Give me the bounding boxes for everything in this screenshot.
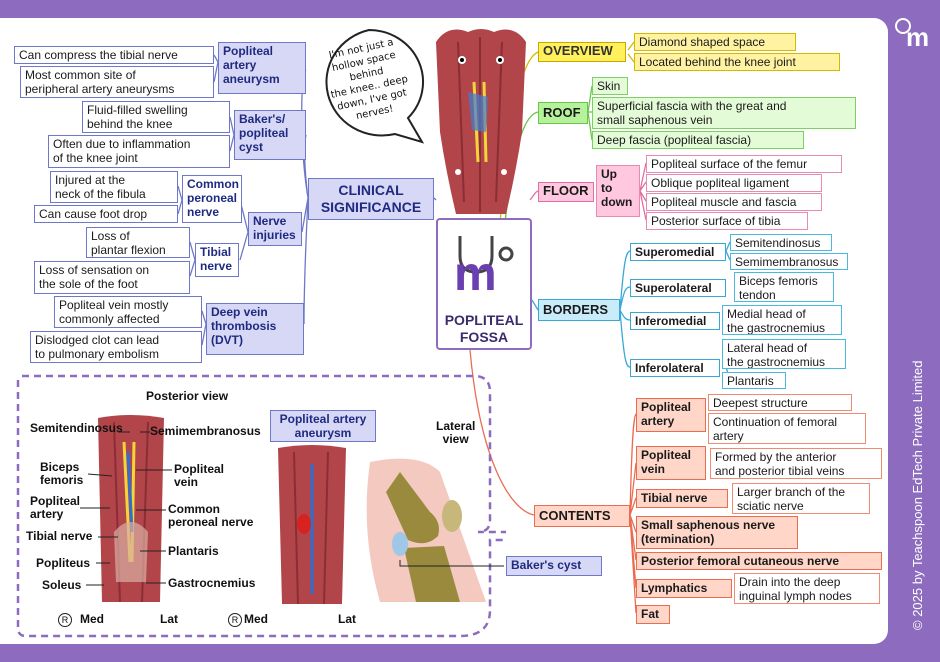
bakers-cyst-label: Baker's cyst bbox=[506, 556, 602, 576]
clinical-item: Can cause foot drop bbox=[34, 205, 178, 223]
clinical-item: Often due to inflammation of the knee jo… bbox=[48, 135, 230, 168]
content-group-label: Popliteal artery bbox=[636, 398, 706, 432]
clinical-item: Loss of sensation on the sole of the foo… bbox=[34, 261, 190, 294]
center-node bbox=[436, 218, 532, 350]
clinical-group-label: Popliteal artery aneurysm bbox=[218, 42, 306, 94]
aneurysm-figure-title: Popliteal artery aneurysm bbox=[270, 410, 376, 442]
border-group-label: Inferomedial bbox=[630, 312, 720, 330]
border-item: Semitendinosus bbox=[730, 234, 832, 251]
clinical-item: Fluid-filled swelling behind the knee bbox=[82, 101, 230, 133]
floor-item: Popliteal muscle and fascia bbox=[646, 193, 822, 211]
border-group-label: Superomedial bbox=[630, 243, 726, 261]
clinical-item: Can compress the tibial nerve bbox=[14, 46, 214, 64]
posterior-left-label: Semitendinosus bbox=[30, 421, 123, 435]
borders-node: BORDERS bbox=[538, 299, 620, 321]
contents-node: CONTENTS bbox=[534, 505, 630, 527]
floor-item: Posterior surface of tibia bbox=[646, 212, 808, 230]
content-item: Formed by the anterior and posterior tib… bbox=[710, 448, 882, 479]
content-item: Deepest structure bbox=[708, 394, 852, 411]
floor-direction: Up to down bbox=[596, 165, 640, 217]
content-group-label: Posterior femoral cutaneous nerve bbox=[636, 552, 882, 570]
posterior-right-label: Common peroneal nerve bbox=[168, 502, 254, 529]
content-group-label: Lymphatics bbox=[636, 579, 732, 598]
orientation-med: Med bbox=[244, 612, 268, 626]
orientation-r-mark: R bbox=[228, 613, 242, 627]
content-group-label: Tibial nerve bbox=[636, 489, 728, 508]
posterior-left-label: Tibial nerve bbox=[26, 529, 93, 543]
nerve-subgroup-label: Common peroneal nerve bbox=[182, 175, 242, 223]
knee-muscle-character-icon bbox=[428, 22, 534, 218]
floor-item: Oblique popliteal ligament bbox=[646, 174, 822, 192]
orientation-lat: Lat bbox=[338, 612, 356, 626]
roof-item: Skin bbox=[592, 77, 628, 95]
brand-logo-icon: m bbox=[888, 12, 936, 52]
clinical-item: Dislodged clot can lead to pulmonary emb… bbox=[30, 331, 202, 363]
posterior-left-label: Popliteus bbox=[36, 556, 91, 570]
content-group-label: Small saphenous nerve (termination) bbox=[636, 516, 798, 549]
speech-bubble bbox=[310, 26, 428, 144]
roof-item: Deep fascia (popliteal fascia) bbox=[592, 131, 804, 149]
floor-node: FLOOR bbox=[538, 182, 594, 202]
lateral-view-title: Lateral view bbox=[436, 419, 476, 446]
content-group-label: Fat bbox=[636, 605, 670, 624]
posterior-right-label: Semimembranosus bbox=[150, 424, 261, 438]
posterior-right-label: Gastrocnemius bbox=[168, 576, 256, 590]
clinical-group-label: Baker's/ popliteal cyst bbox=[234, 110, 306, 160]
svg-text:m: m bbox=[454, 248, 497, 296]
border-item: Plantaris bbox=[722, 372, 786, 389]
clinical-group-label: Deep vein thrombosis (DVT) bbox=[206, 303, 304, 355]
orientation-med: Med bbox=[80, 612, 104, 626]
posterior-left-label: Biceps femoris bbox=[40, 460, 84, 487]
posterior-left-label: Soleus bbox=[42, 578, 82, 592]
content-item: Larger branch of the sciatic nerve bbox=[732, 483, 870, 514]
clinical-item: Popliteal vein mostly commonly affected bbox=[54, 296, 202, 328]
stethoscope-logo-icon: m bbox=[450, 226, 520, 301]
posterior-view-illustration bbox=[94, 412, 168, 612]
border-item: Biceps femoris tendon bbox=[734, 272, 834, 302]
border-group-label: Superolateral bbox=[630, 279, 726, 297]
svg-text:m: m bbox=[906, 22, 929, 52]
posterior-right-label: Popliteal vein bbox=[174, 462, 225, 489]
content-group-label: Popliteal vein bbox=[636, 446, 706, 480]
border-item: Lateral head of the gastrocnemius bbox=[722, 339, 846, 369]
border-item: Medial head of the gastrocnemius bbox=[722, 305, 842, 335]
clinical-node: CLINICAL SIGNIFICANCE bbox=[308, 178, 434, 220]
posterior-view-title: Posterior view bbox=[146, 389, 229, 403]
posterior-right-label: Plantaris bbox=[168, 544, 219, 558]
clinical-group-label: Nerve injuries bbox=[248, 212, 302, 246]
content-item: Drain into the deep inguinal lymph nodes bbox=[734, 573, 880, 604]
overview-item: Diamond shaped space bbox=[634, 33, 796, 51]
floor-item: Popliteal surface of the femur bbox=[646, 155, 842, 173]
clinical-item: Loss of plantar flexion bbox=[86, 227, 190, 258]
overview-node: OVERVIEW bbox=[538, 42, 626, 62]
center-title: POPLITEAL FOSSA bbox=[444, 312, 524, 345]
posterior-left-label: Popliteal artery bbox=[30, 494, 81, 521]
border-group-label: Inferolateral bbox=[630, 359, 720, 377]
nerve-subgroup-label: Tibial nerve bbox=[195, 243, 239, 277]
orientation-lat: Lat bbox=[160, 612, 178, 626]
border-item: Semimembranosus bbox=[730, 253, 848, 270]
content-item: Continuation of femoral artery bbox=[708, 413, 866, 444]
orientation-r-mark: R bbox=[58, 613, 72, 627]
roof-item: Superficial fascia with the great and sm… bbox=[592, 97, 856, 129]
clinical-item: Most common site of peripheral artery an… bbox=[20, 66, 214, 98]
roof-node: ROOF bbox=[538, 102, 588, 124]
aneurysm-illustration bbox=[272, 444, 352, 610]
clinical-item: Injured at the neck of the fibula bbox=[50, 171, 178, 203]
overview-item: Located behind the knee joint bbox=[634, 53, 840, 71]
